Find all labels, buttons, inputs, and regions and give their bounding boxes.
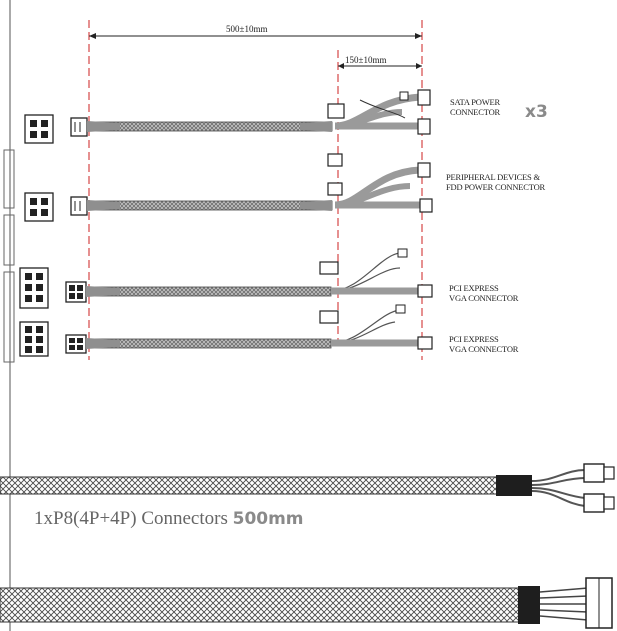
cable-peripheral — [24, 153, 433, 222]
dimension-500mm — [88, 20, 423, 360]
pcie-connector-label-1: PCI EXPRESS VGA CONNECTOR — [449, 283, 519, 303]
sata-multiplier: x3 — [525, 102, 548, 122]
dimension-branch-label: 150±10mm — [345, 55, 387, 65]
cable-pcie-1 — [19, 248, 433, 309]
cable-main-24pin — [0, 577, 613, 629]
cable-pcie-2 — [19, 304, 433, 357]
dimension-overall-label: 500±10mm — [226, 24, 268, 34]
frame-tab — [3, 214, 15, 266]
sata-connector-label: SATA POWER CONNECTOR — [450, 97, 500, 117]
caption-length: 500mm — [232, 509, 304, 529]
pcie-connector-label-2: PCI EXPRESS VGA CONNECTOR — [449, 334, 519, 354]
dimension-150mm — [337, 50, 422, 350]
p8-connector-caption: 1xP8(4P+4P) Connectors 500mm — [34, 508, 304, 530]
cable-sata — [24, 89, 431, 144]
frame-tab — [3, 149, 15, 209]
cable-p8 — [0, 463, 615, 513]
frame-tab — [3, 271, 15, 363]
caption-text: 1xP8(4P+4P) Connectors — [34, 508, 228, 529]
peripheral-connector-label: PERIPHERAL DEVICES & FDD POWER CONNECTOR — [446, 172, 545, 192]
